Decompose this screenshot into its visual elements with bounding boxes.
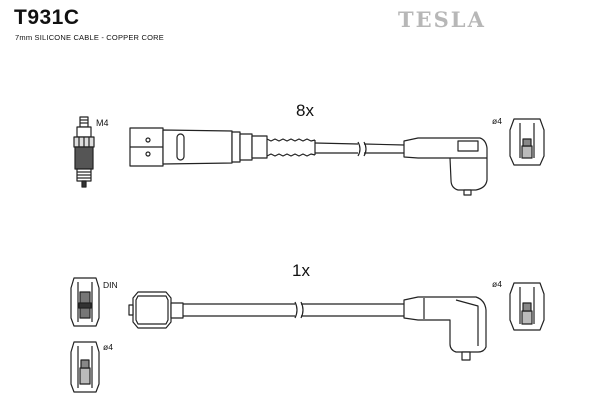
plug-boot-connector <box>129 127 316 167</box>
terminal-label-diameter-left: ø4 <box>103 342 113 352</box>
brand-logo: TESLA <box>398 7 486 32</box>
quantity-label-8x: 8x <box>296 101 314 120</box>
ignition-cable <box>314 141 405 157</box>
terminal-label-m4: M4 <box>96 118 109 128</box>
round-terminal-icon <box>70 341 100 393</box>
coil-boot-connector <box>403 137 488 196</box>
terminal-label-din: DIN <box>103 280 118 290</box>
cable-description: 7mm SILICONE CABLE - COPPER CORE <box>15 33 164 42</box>
quantity-label-1x: 1x <box>292 261 310 280</box>
ignition-cable-long <box>183 301 404 319</box>
din-terminal-icon <box>70 277 100 327</box>
part-number: T931C <box>14 6 80 29</box>
terminal-label-diameter-bottom: ø4 <box>492 279 502 289</box>
coil-terminal-icon <box>509 118 545 166</box>
angled-boot-connector <box>403 296 487 361</box>
coil-terminal-icon-bottom <box>509 282 545 331</box>
straight-boot-connector <box>128 291 184 329</box>
terminal-label-diameter-top: ø4 <box>492 116 502 126</box>
spark-plug-icon <box>73 116 95 188</box>
